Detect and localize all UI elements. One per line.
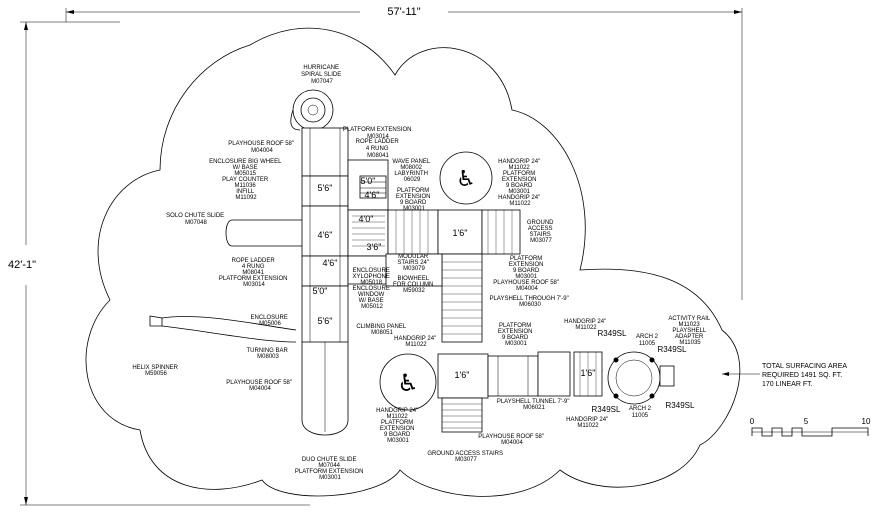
width-label: 57'-11" bbox=[387, 6, 420, 18]
dim-label: 3'6" bbox=[367, 242, 382, 252]
accessible-space-bottom: ♿ bbox=[379, 353, 437, 411]
dim-label: 5'0" bbox=[361, 176, 376, 186]
dim-label: 5'6" bbox=[318, 183, 333, 193]
horizontal-bridge bbox=[387, 209, 439, 255]
rail-label: 11005 bbox=[632, 413, 649, 419]
rail-label: ARCH 2 bbox=[629, 406, 652, 412]
dim-label: 1'6" bbox=[453, 228, 468, 238]
label-platform-extension-right: PLATFORM EXTENSION 9 BOARD M03001 PLAYHO… bbox=[493, 256, 560, 292]
width-dimension: 57'-11" bbox=[65, 6, 743, 300]
right-platform-ext bbox=[481, 209, 521, 255]
dim-label: 4'0" bbox=[359, 214, 374, 224]
playshell-tunnel-shape bbox=[487, 351, 571, 397]
scale-tick: 0 bbox=[750, 417, 755, 426]
label-ground-access-right: GROUND ACCESS STAIRS M03077 bbox=[527, 220, 555, 244]
label-enclosure-big-wheel: ENCLOSURE BIG WHEEL W/ BASE M05015 PLAY … bbox=[209, 159, 283, 201]
svg-text:♿: ♿ bbox=[397, 369, 419, 397]
label-handgrip-bottom-right: HANDGRIP 24" M11022 bbox=[566, 417, 610, 429]
rail-label: R349SL bbox=[666, 401, 695, 410]
solo-chute-slide bbox=[225, 219, 302, 247]
label-helix-spinner: HELIX SPINNER M59056 bbox=[132, 365, 179, 377]
label-ground-access-bottom: GROUND ACCESS STAIRS M03077 bbox=[427, 451, 504, 463]
label-solo-chute-slide: SOLO CHUTE SLIDE M07048 bbox=[166, 213, 226, 226]
label-platform-extension-top: PLATFORM EXTENSION M03014 bbox=[343, 127, 413, 140]
label-handgrip-bottom-left: HANDGRIP 24" M11022 PLATFORM EXTENSION 9… bbox=[376, 408, 420, 444]
label-rope-ladder-left: ROPE LADDER 4 RUNG M08041 PLATFORM EXTEN… bbox=[219, 258, 289, 288]
scale-bar: 0 5 10 bbox=[750, 417, 871, 437]
surfacing-boundary bbox=[85, 27, 741, 497]
surfacing-note: TOTAL SURFACING AREA REQUIRED 1491 SQ. F… bbox=[722, 363, 849, 388]
modular-stairs-vertical bbox=[441, 253, 483, 343]
scale-tick: 10 bbox=[862, 417, 871, 426]
label-wave-panel: WAVE PANEL M08002 LABYRINTH 06029 bbox=[392, 159, 431, 183]
second-tower bbox=[347, 159, 389, 285]
label-rope-ladder-top: ROPE LADDER 4 RUNG M08041 bbox=[356, 139, 401, 159]
dim-label: 4'6" bbox=[318, 230, 333, 240]
rail-label: R349SL bbox=[592, 405, 621, 414]
dim-label: 1'6" bbox=[581, 368, 596, 378]
svg-text:TOTAL SURFACING AREA REQ: TOTAL SURFACING AREA REQUIRED 1491 SQ. F… bbox=[762, 363, 849, 388]
label-playhouse-roof-bottom: PLAYHOUSE ROOF 58" M04004 bbox=[478, 434, 545, 446]
dim-label: 1'6" bbox=[455, 370, 470, 380]
height-dimension: 42'-1" bbox=[8, 21, 310, 506]
right-platform bbox=[437, 209, 483, 255]
label-handgrip-center: HANDGRIP 24" M11022 bbox=[394, 336, 438, 348]
svg-text:♿: ♿ bbox=[456, 167, 476, 192]
label-climbing-panel: CLIMBING PANEL M08051 bbox=[356, 324, 407, 336]
label-platform-extension-9: PLATFORM EXTENSION 9 BOARD M03001 bbox=[396, 188, 432, 212]
rope-ladder-top bbox=[359, 175, 387, 199]
stair-hatch bbox=[352, 215, 385, 247]
main-tower bbox=[301, 127, 349, 343]
label-handgrip-mid-right: HANDGRIP 24" M11022 bbox=[564, 319, 608, 331]
label-hurricane-spiral-slide: HURRICANE SPIRAL SLIDE M07047 bbox=[301, 65, 343, 85]
label-playshell-tunnel: PLAYSHELL TUNNEL 7'-9" M06021 bbox=[497, 399, 571, 411]
dim-label: 4'6" bbox=[323, 258, 338, 268]
label-platform-extension-center: PLATFORM EXTENSION 9 BOARD M03001 bbox=[498, 323, 534, 347]
label-playshell-through: PLAYSHELL THROUGH 7'-9" M06030 bbox=[490, 296, 571, 308]
duo-chute-slide bbox=[301, 342, 349, 436]
scale-tick: 5 bbox=[804, 417, 809, 426]
helix-spinner bbox=[149, 315, 297, 343]
label-activity-rail: ACTIVITY RAIL M11023 PLAYSHELL ADAPTER M… bbox=[668, 316, 711, 346]
height-label: 42'-1" bbox=[8, 259, 36, 271]
label-modular-stairs: MODULAR STAIRS 24" M03079 bbox=[397, 254, 430, 272]
dim-label: 5'6" bbox=[318, 316, 333, 326]
label-enclosure-xylophone: ENCLOSURE XYLOPHONE M05018 ENCLOSURE WIN… bbox=[352, 268, 391, 310]
rail-label: R349SL bbox=[598, 329, 627, 338]
label-playhouse-roof-left: PLAYHOUSE ROOF 58" M04004 bbox=[226, 380, 293, 392]
accessible-space-top: ♿ bbox=[439, 151, 493, 205]
hurricane-spiral-slide bbox=[290, 89, 334, 131]
label-biowheel: BIOWHEEL FOR COLUMN M59032 bbox=[393, 276, 435, 294]
rail-label: 11005 bbox=[639, 341, 656, 347]
dim-label: 5'0" bbox=[313, 286, 328, 296]
label-playhouse-roof-top: PLAYHOUSE ROOF 58" M04004 bbox=[228, 141, 295, 154]
bottom-stairs bbox=[441, 397, 483, 433]
activity-module bbox=[573, 351, 675, 405]
label-enclosure-left: ENCLOSURE M05006 bbox=[250, 315, 289, 327]
playshell-through-shape bbox=[385, 253, 443, 287]
label-handgrip-right-top: HANDGRIP 24" M11022 PLATFORM EXTENSION 9… bbox=[498, 159, 542, 207]
dim-label: 4'6" bbox=[365, 190, 380, 200]
rail-label: ARCH 2 bbox=[636, 334, 659, 340]
rail-label: R349SL bbox=[658, 345, 687, 354]
label-duo-chute-slide: DUO CHUTE SLIDE M07044 PLATFORM EXTENSIO… bbox=[295, 457, 365, 481]
label-turning-bar: TURNING BAR M08003 bbox=[246, 348, 289, 360]
